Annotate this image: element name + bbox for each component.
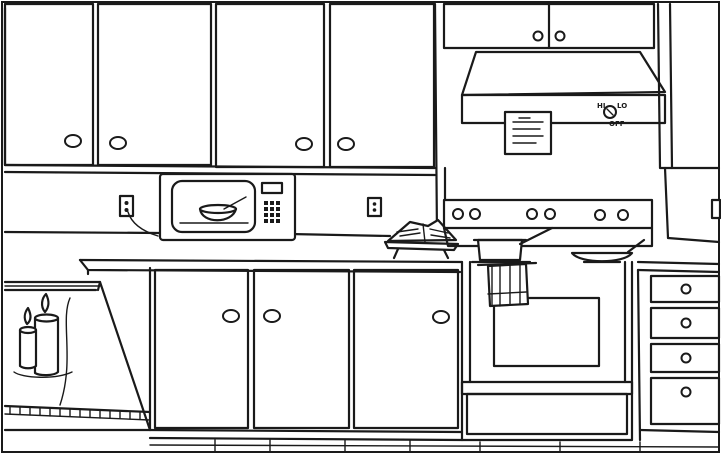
dial-label-lo: LO <box>617 102 627 110</box>
backsplash <box>3 2 721 244</box>
lower-cabinets <box>148 266 464 442</box>
cabinet-knob <box>263 309 281 323</box>
right-upper-cabinet <box>656 2 721 170</box>
microwave <box>158 172 297 242</box>
cabinet-knob <box>295 137 313 151</box>
cabinet-knob <box>337 137 355 151</box>
frying-pan-icon <box>570 238 646 264</box>
fan-dial-icon: HI LO OFF <box>597 102 627 128</box>
cabinet-knob <box>109 136 127 150</box>
dial-label-hi: HI <box>597 102 605 110</box>
outlet-far-right <box>710 198 721 220</box>
cabinet-knob <box>432 310 450 324</box>
outlet-left <box>118 194 159 237</box>
dial-label-off: OFF <box>609 120 625 128</box>
floor <box>149 439 720 453</box>
stove <box>442 198 654 442</box>
dining-table <box>3 280 152 432</box>
candles-icon <box>13 292 73 378</box>
cookbook-icon <box>383 218 460 260</box>
upper-cabinets <box>3 2 437 177</box>
towel-icon <box>476 261 538 308</box>
bowl-icon <box>198 196 247 222</box>
microwave-keypad <box>260 181 284 223</box>
range-hood: HI LO OFF <box>460 50 667 156</box>
hood-cabinet <box>442 2 656 50</box>
pot-icon <box>470 226 554 264</box>
right-drawers <box>636 268 721 442</box>
countertop <box>78 258 721 276</box>
stove-knobs <box>452 208 629 221</box>
note-paper <box>503 110 553 156</box>
outlet-right <box>366 196 383 218</box>
cabinet-knob <box>222 309 240 323</box>
cabinet-knob <box>64 134 82 148</box>
